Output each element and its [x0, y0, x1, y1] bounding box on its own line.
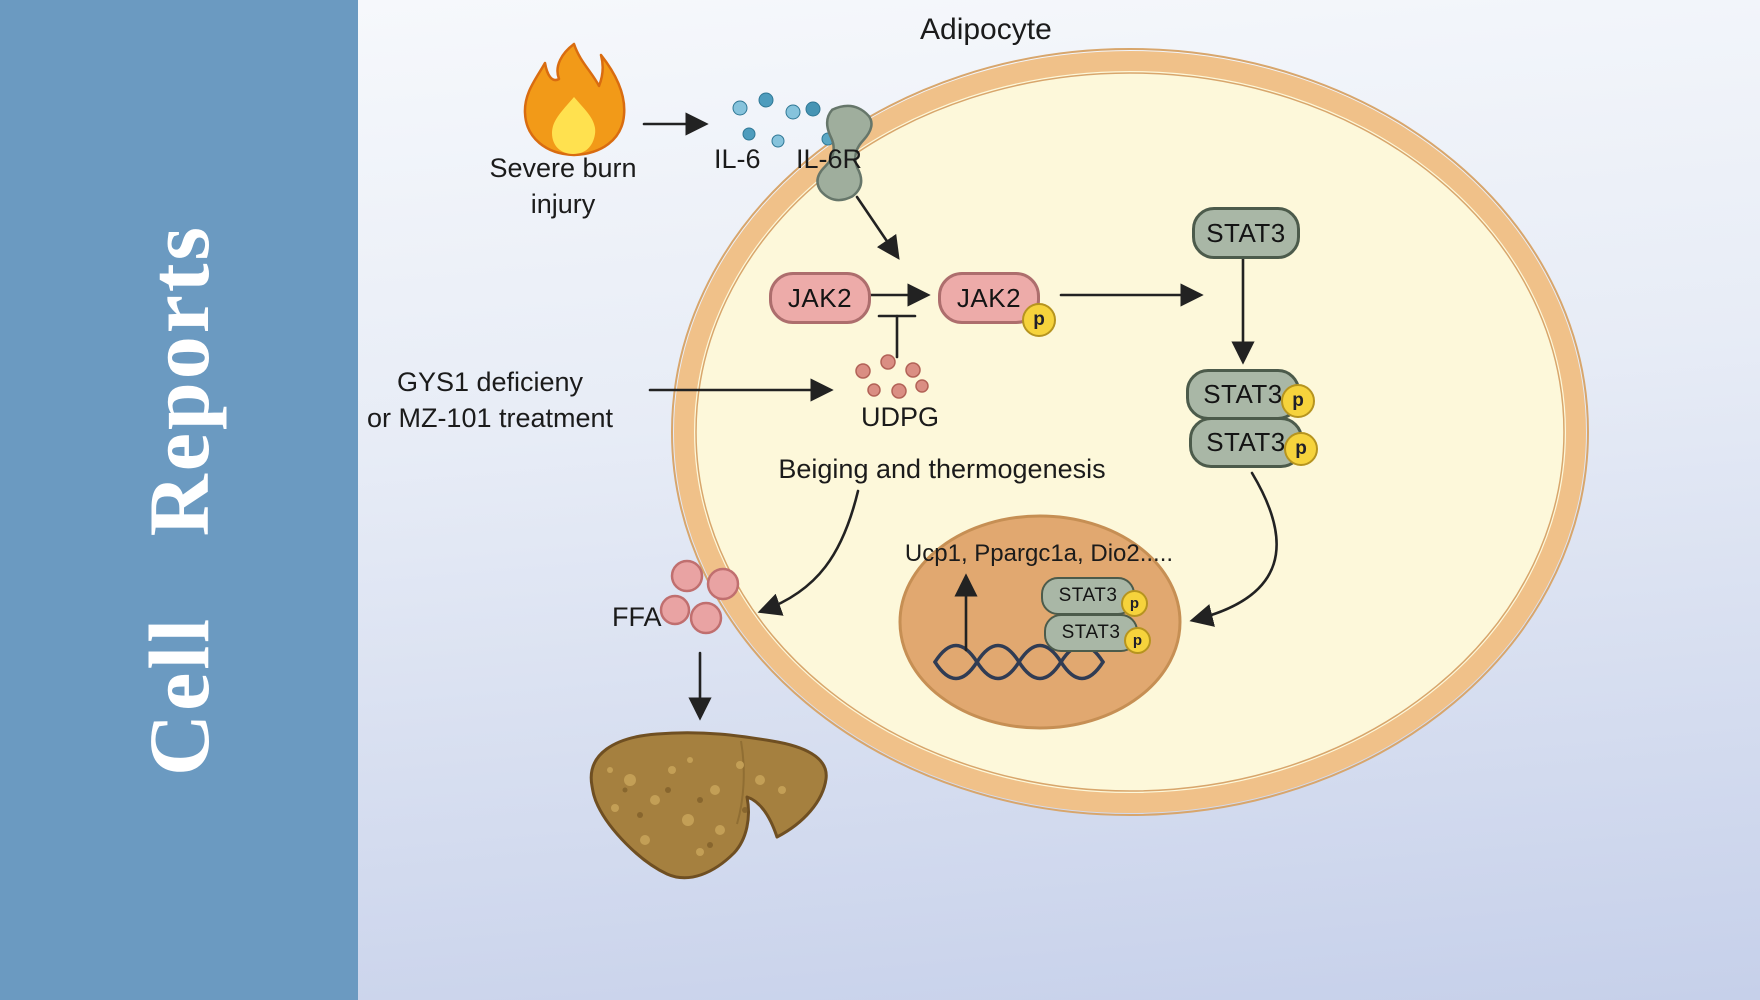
phospho-badge-jak2: p [1022, 303, 1056, 337]
liver-icon [589, 731, 828, 880]
jak2-box: JAK2 [769, 272, 871, 324]
phospho-badge-nucleus-1: p [1121, 590, 1148, 617]
phospho-letter: p [1295, 438, 1307, 459]
arrow-il6r-to-jak2 [855, 195, 900, 260]
burn-injury-line2: injury [530, 189, 596, 219]
il6-label: IL-6 [714, 144, 761, 174]
stat3-dimer-text-1: STAT3 [1203, 379, 1283, 409]
phospho-badge-nucleus-2: p [1124, 627, 1151, 654]
target-genes-label: Ucp1, Ppargc1a, Dio2..... [904, 540, 1174, 567]
burn-injury-label: Severe burn injury [440, 150, 686, 222]
udpg-dots [855, 354, 929, 399]
phospho-badge-dimer-2: p [1284, 432, 1318, 466]
phospho-badge-dimer-1: p [1281, 384, 1315, 418]
il6-dots [732, 92, 835, 148]
ffa-dots [659, 559, 740, 635]
journal-sidebar: Cell Reports [0, 0, 358, 1000]
treatment-label: GYS1 deficieny or MZ-101 treatment [340, 364, 640, 436]
jak2-text: JAK2 [787, 282, 853, 313]
beiging-label: Beiging and thermogenesis [778, 454, 1106, 484]
il6r-receptor-icon [816, 104, 873, 202]
arrow-dimer-to-nucleus [1189, 471, 1278, 627]
stat3-box: STAT3 [1192, 207, 1300, 259]
phospho-letter: p [1129, 595, 1140, 612]
stat3-dimer-text-2: STAT3 [1206, 427, 1286, 457]
inhibition-udpg-to-jak2 [877, 314, 917, 359]
stat3-nucleus-box-2: STAT3 [1044, 614, 1138, 652]
adipocyte-label: Adipocyte [920, 13, 1052, 46]
burn-injury-line1: Severe burn [489, 153, 637, 183]
phospho-letter: p [1292, 390, 1304, 411]
stat3-text: STAT3 [1206, 217, 1286, 248]
stat3-nucleus-text-2: STAT3 [1061, 622, 1121, 643]
treatment-line1: GYS1 deficieny [396, 367, 584, 397]
udpg-label: UDPG [860, 402, 939, 432]
phospho-letter: p [1132, 632, 1143, 649]
il6r-label: IL-6R [796, 144, 863, 174]
nucleus [898, 514, 1182, 730]
arrow-beiging-to-ffa [757, 489, 860, 616]
stat3-nucleus-text-1: STAT3 [1058, 585, 1118, 606]
stat3-nucleus-box-1: STAT3 [1041, 577, 1135, 615]
journal-title: Cell Reports [131, 224, 227, 776]
flame-icon [523, 42, 626, 157]
treatment-line2: or MZ-101 treatment [366, 403, 614, 433]
jak2-phospho-text: JAK2 [956, 282, 1022, 313]
ffa-label: FFA [612, 602, 662, 632]
phospho-letter: p [1033, 309, 1045, 330]
